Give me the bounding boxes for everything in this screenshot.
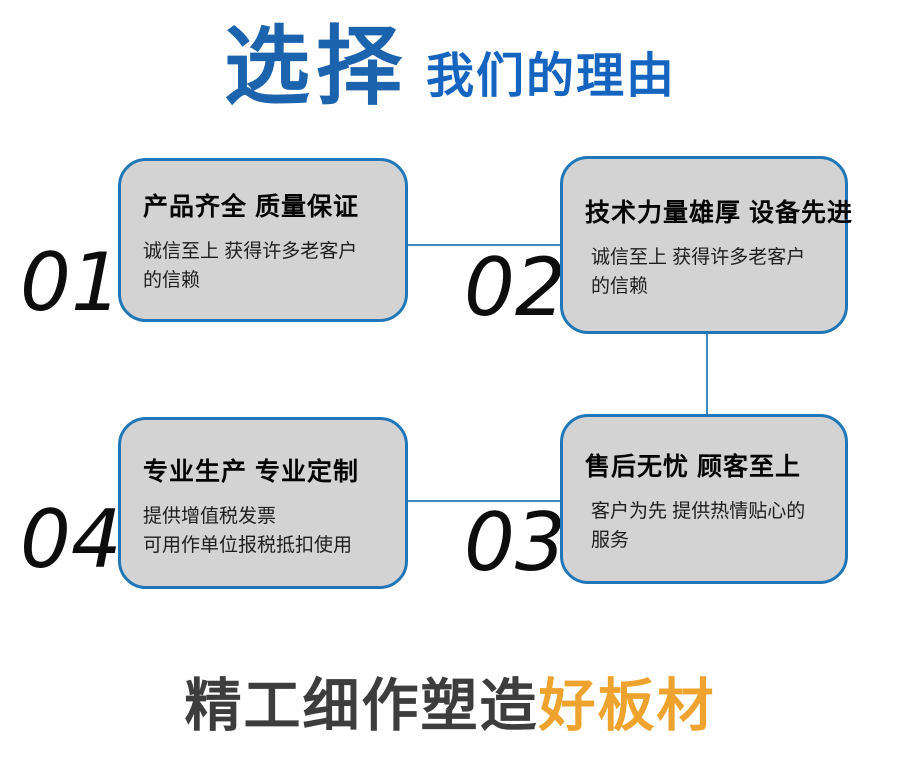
feature-card-products: 产品齐全 质量保证 诚信至上 获得许多老客户 的信赖: [118, 158, 408, 322]
feature-card-technology: 技术力量雄厚 设备先进 诚信至上 获得许多老客户 的信赖: [560, 156, 853, 334]
feature-card-body: 客户为先 提供热情贴心的 服务: [591, 501, 806, 552]
feature-card-title: 技术力量雄厚 设备先进: [585, 199, 853, 227]
connector-card1-card2: [408, 244, 560, 246]
feature-card-body: 诚信至上 获得许多老客户 的信赖: [591, 247, 806, 298]
feature-card-body: 提供增值税发票 可用作单位报税抵扣使用: [143, 506, 353, 557]
feature-card-title: 专业生产 专业定制: [143, 458, 359, 486]
connector-card2-card3: [706, 334, 708, 414]
step-number-01: 01: [20, 236, 122, 329]
page-title-accent: 选择: [223, 19, 408, 115]
feature-card-title: 售后无忧 顾客至上: [585, 453, 801, 481]
page-title-rest: 我们的理由: [425, 50, 676, 104]
step-number-02: 02: [464, 241, 566, 334]
connector-card4-card3: [408, 500, 560, 502]
step-number-03: 03: [464, 496, 566, 589]
feature-card-service: 售后无忧 顾客至上 客户为先 提供热情贴心的 服务: [560, 414, 848, 584]
footer-tagline: 精工细作塑造好板材: [0, 675, 900, 738]
footer-tagline-accent: 好板材: [538, 674, 716, 738]
page-title: 选择 我们的理由: [0, 24, 900, 110]
footer-tagline-dark: 精工细作塑造: [184, 674, 539, 738]
step-number-04: 04: [20, 493, 122, 586]
feature-card-body: 诚信至上 获得许多老客户 的信赖: [143, 241, 358, 292]
feature-card-title: 产品齐全 质量保证: [143, 193, 359, 221]
feature-card-customization: 专业生产 专业定制 提供增值税发票 可用作单位报税抵扣使用: [118, 417, 408, 589]
